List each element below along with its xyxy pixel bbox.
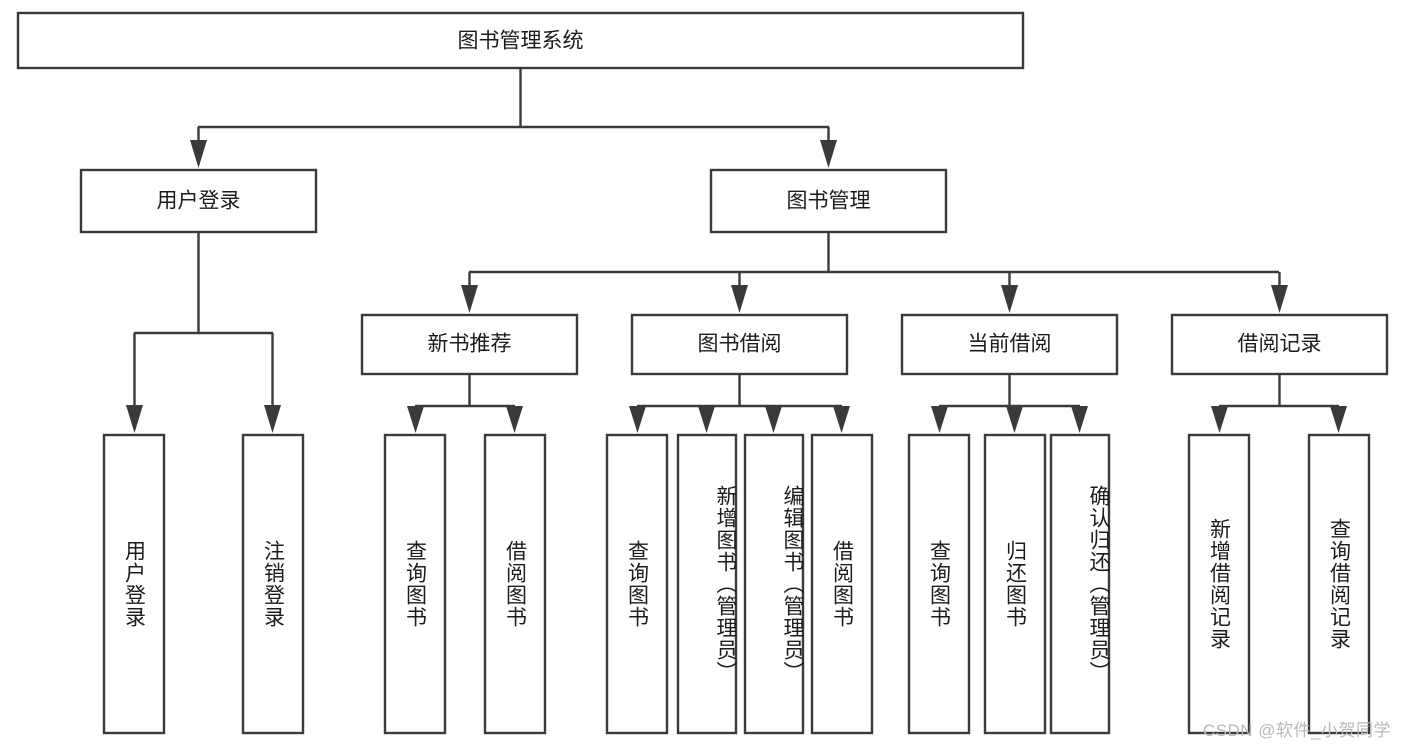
node-user-login-label: 用户登录 [157,190,241,213]
arrow-head-book-borrow [731,285,748,313]
connector-group-user-login [126,232,281,433]
arrow-head-leaf-add-book [698,406,715,433]
arrow-head-borrow-record [1271,285,1288,313]
arrow-head-leaf-query-book-2 [629,406,646,433]
leaf-box-query-book-1[interactable] [383,433,447,735]
leaf-box-borrow-book-2[interactable] [810,433,874,735]
node-current-borrow-label: 当前借阅 [968,333,1052,356]
leaf-box-add-book[interactable] [676,433,738,735]
connector-group-current-borrow [931,374,1088,433]
csdn-watermark: CSDN @软件_小贺同学 [1202,721,1391,740]
leaf-box-query-book-2[interactable] [605,433,669,735]
node-new-book-recommend[interactable]: 新书推荐 [360,313,579,376]
connector-group-book-manage [461,232,1288,313]
leaf-box-user-logout[interactable] [241,433,305,735]
node-book-borrow[interactable]: 图书借阅 [630,313,849,376]
arrow-head-current-borrow [1001,285,1018,313]
node-book-manage-box[interactable] [709,168,948,234]
arrow-head-leaf-confirm-return [1071,406,1088,433]
arrow-head-leaf-query-record [1330,406,1347,433]
node-current-borrow[interactable]: 当前借阅 [900,313,1119,376]
arrow-head-leaf-query-book-1 [407,406,424,433]
leaf-box-return-book[interactable] [983,433,1047,735]
arrow-head-user-login [190,140,207,168]
leaf-box-user-login[interactable] [102,433,166,735]
arrow-head-leaf-query-book-3 [931,406,948,433]
arrow-head-leaf-user-logout [264,405,281,433]
node-borrow-record-label: 借阅记录 [1238,333,1322,356]
connector-group-new-book-recommend [407,374,523,433]
leaf-box-borrow-book-1[interactable] [483,433,547,735]
node-book-borrow-label: 图书借阅 [698,333,782,356]
arrow-head-leaf-return-book [1006,406,1023,433]
arrow-head-book-manage [820,140,837,168]
node-borrow-record[interactable]: 借阅记录 [1170,313,1389,376]
leaf-box-add-record[interactable] [1187,433,1251,735]
arrow-head-leaf-borrow-book-1 [506,406,523,433]
connector-group-root [190,68,837,168]
node-root[interactable]: 图书管理系统 [16,11,1025,70]
leaf-box-edit-book[interactable] [743,433,805,735]
leaf-box-query-record[interactable] [1307,433,1371,735]
node-user-login[interactable]: 用户登录 [79,168,318,234]
node-book-manage[interactable]: 图书管理 [709,168,948,234]
leaf-boxes [102,433,1371,735]
connector-group-borrow-record [1211,374,1347,433]
node-current-borrow-box[interactable] [900,313,1119,376]
node-book-manage-label: 图书管理 [787,190,871,213]
node-borrow-record-box[interactable] [1170,313,1389,376]
arrow-head-leaf-edit-book [765,406,782,433]
node-user-login-box[interactable] [79,168,318,234]
node-new-book-recommend-label: 新书推荐 [428,333,512,356]
arrow-head-new-book-recommend [461,285,478,313]
arrow-head-leaf-add-record [1211,406,1228,433]
node-root-box[interactable] [16,11,1025,70]
arrow-head-leaf-borrow-book-2 [833,406,850,433]
connector-group-book-borrow [629,374,850,433]
leaf-box-query-book-3[interactable] [907,433,971,735]
node-book-borrow-box[interactable] [630,313,849,376]
node-root-label: 图书管理系统 [458,30,584,53]
leaf-box-confirm-return[interactable] [1049,433,1111,735]
arrow-head-leaf-user-login [126,405,143,433]
node-new-book-recommend-box[interactable] [360,313,579,376]
